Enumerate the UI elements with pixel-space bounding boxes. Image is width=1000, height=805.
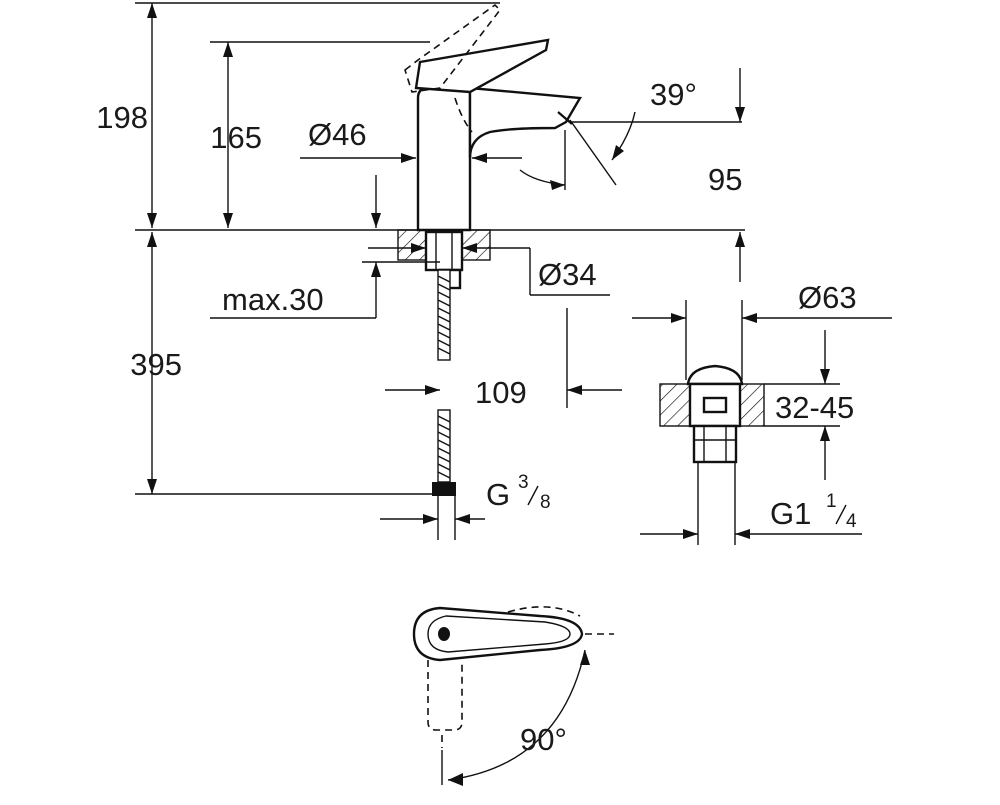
- faucet-body: [416, 86, 472, 232]
- spout-clearance-label: 95: [708, 162, 742, 197]
- dim-body-diameter: Ø46: [300, 117, 522, 163]
- dim-spout-height: 165: [210, 41, 430, 228]
- dim-waste-thickness: 32-45: [764, 330, 854, 480]
- lever-raised-position: [404, 3, 502, 93]
- hose-thread-prefix: G: [486, 477, 510, 512]
- waste-thickness-label: 32-45: [775, 390, 854, 425]
- waste-thread-denominator: 4: [846, 511, 857, 532]
- faucet-spout: [468, 86, 582, 159]
- hose-thread-numerator: 3: [518, 472, 529, 493]
- projection-label: 109: [475, 375, 527, 410]
- hose-thread-denominator: 8: [540, 492, 551, 513]
- aerator: [557, 111, 573, 125]
- dim-hose-length: 395: [130, 232, 440, 495]
- dim-overall-height: 198: [96, 2, 500, 228]
- waste-fitting: [659, 364, 765, 545]
- overall-height-label: 198: [96, 100, 148, 135]
- supply-hose: [432, 269, 456, 540]
- waste-thread-prefix: G1: [770, 496, 811, 531]
- dim-projection: 109: [385, 308, 622, 410]
- waste-thread-numerator: 1: [826, 491, 837, 512]
- hose-length-label: 395: [130, 347, 182, 382]
- dim-hose-thread: G 3 8: [380, 472, 551, 524]
- dim-spout-clearance: 95: [708, 68, 745, 282]
- spout-height-label: 165: [210, 120, 262, 155]
- waste-diameter-label: Ø63: [798, 280, 857, 315]
- dim-lever-rotation: 90°: [441, 649, 590, 786]
- dim-spout-angle: 39°: [569, 77, 742, 186]
- dim-waste-thread: G1 1 4: [640, 491, 862, 539]
- lever-rotation-label: 90°: [520, 722, 567, 757]
- faucet-top-view: [412, 606, 614, 748]
- spout-angle-label: 39°: [650, 77, 697, 112]
- hole-diameter-label: Ø34: [538, 257, 597, 292]
- faucet-side-view: [404, 3, 582, 232]
- dim-deck-depth: max.30: [210, 175, 440, 319]
- body-diameter-label: Ø46: [308, 117, 367, 152]
- dim-waste-diameter: Ø63: [632, 280, 892, 380]
- faucet-lever: [414, 38, 550, 94]
- deck-depth-label: max.30: [222, 282, 324, 317]
- dim-hole-diameter: Ø34: [368, 243, 610, 296]
